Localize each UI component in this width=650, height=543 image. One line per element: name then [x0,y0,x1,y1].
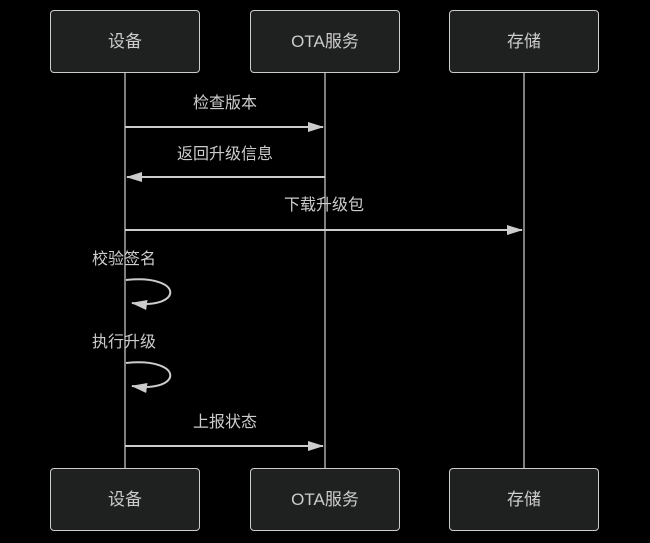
actor-top-device: 设备 [50,10,200,73]
actor-bottom-storage: 存储 [449,468,599,531]
message-label-check-version: 检查版本 [192,95,257,112]
actor-bottom-ota-service: OTA服务 [250,468,400,531]
self-loop-execute-upgrade [125,361,172,393]
message-label-report-status: 上报状态 [192,414,257,431]
actor-bottom-device: 设备 [50,468,200,531]
message-label-execute-upgrade: 执行升级 [91,334,156,351]
self-loop-verify-signature [125,278,172,310]
message-label-download-pkg: 下载升级包 [283,197,364,214]
actor-top-ota-service: OTA服务 [250,10,400,73]
message-label-verify-signature: 校验签名 [91,251,156,268]
actor-top-storage: 存储 [449,10,599,73]
message-label-return-info: 返回升级信息 [176,146,273,163]
